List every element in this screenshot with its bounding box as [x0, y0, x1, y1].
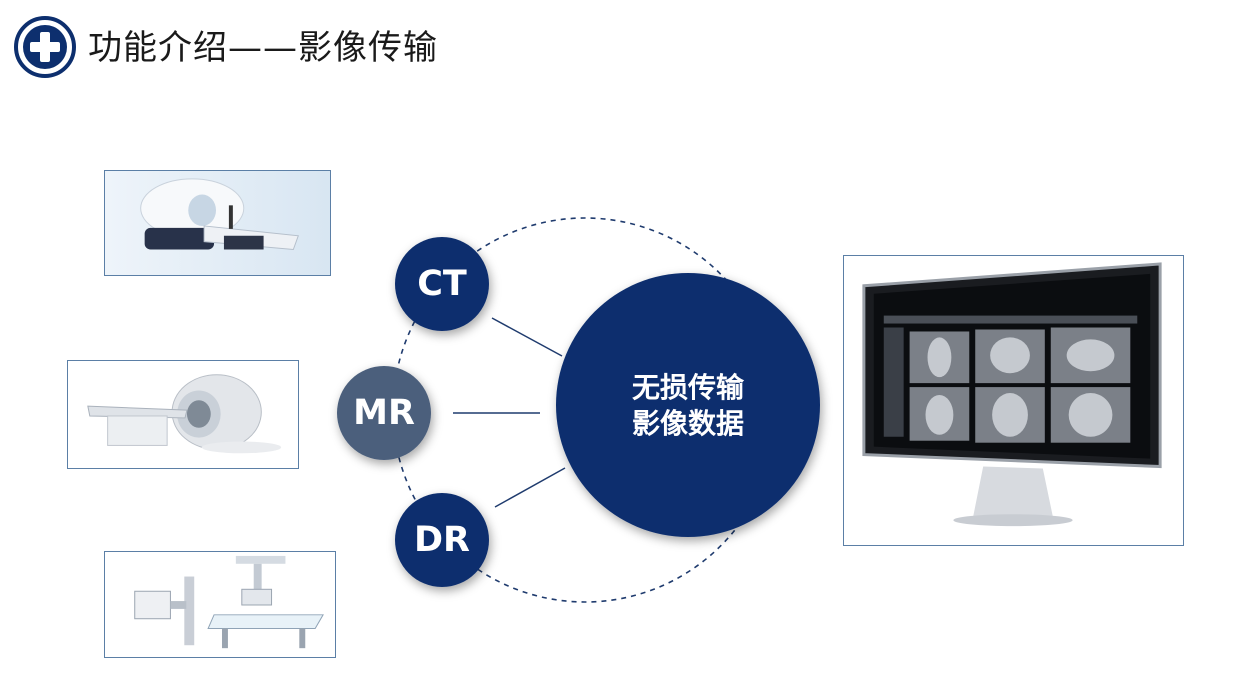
ct-label: CT	[417, 264, 467, 304]
center-caption: 无损传输 影像数据	[632, 370, 744, 442]
connector-dr	[494, 467, 566, 508]
mr-label: MR	[353, 393, 415, 433]
dr-node	[395, 493, 489, 587]
transmission-diagram	[337, 217, 820, 603]
dr-label: DR	[413, 520, 471, 560]
connector-ct	[491, 317, 563, 357]
center-circle	[556, 273, 820, 537]
center-caption-line-2: 影像数据	[631, 407, 745, 440]
page-title: 功能介绍——影像传输	[88, 28, 438, 68]
medical-cross-icon	[14, 16, 76, 78]
dr-xray-system-photo	[104, 551, 336, 658]
ct-scanner-photo	[104, 170, 331, 276]
mri-scanner-photo	[67, 360, 299, 469]
ct-node	[395, 237, 489, 331]
center-caption-line-1: 无损传输	[631, 371, 745, 404]
mr-node	[337, 366, 431, 460]
imaging-workstation-monitor-photo	[843, 255, 1184, 546]
